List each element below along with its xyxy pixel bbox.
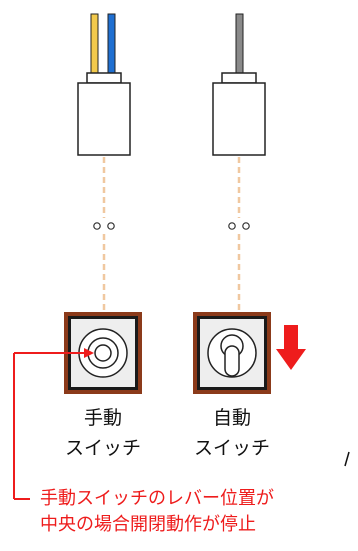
manual-dial-switch-icon	[64, 312, 142, 394]
manual-dot-right	[107, 222, 115, 230]
red-pointer-bracket	[13, 348, 94, 500]
auto-switch-label-line1: 自動	[212, 407, 251, 429]
manual-cable-body	[77, 82, 131, 156]
gray-wire	[235, 13, 244, 77]
manual-dot-left	[93, 222, 101, 230]
yellow-wire	[90, 13, 99, 77]
auto-cable-body	[212, 82, 266, 156]
auto-dot-left	[228, 222, 236, 230]
auto-dot-right	[242, 222, 250, 230]
manual-cable-collar	[86, 72, 122, 84]
note-line1: 手動スイッチのレバー位置が	[40, 488, 274, 509]
manual-switch-label-line1: 手動	[83, 407, 122, 429]
manual-cable	[77, 13, 131, 156]
note-line2: 中央の場合開閉動作が停止	[40, 514, 256, 535]
small-mark	[344, 451, 350, 467]
blue-wire	[107, 13, 116, 77]
auto-cable-collar	[221, 72, 257, 84]
auto-switch-label-line2: スイッチ	[193, 437, 270, 459]
red-down-arrow-icon	[276, 325, 306, 370]
auto-cable	[212, 13, 266, 156]
manual-switch-label-line2: スイッチ	[64, 437, 141, 459]
toggle-lever-switch-icon	[193, 312, 271, 394]
